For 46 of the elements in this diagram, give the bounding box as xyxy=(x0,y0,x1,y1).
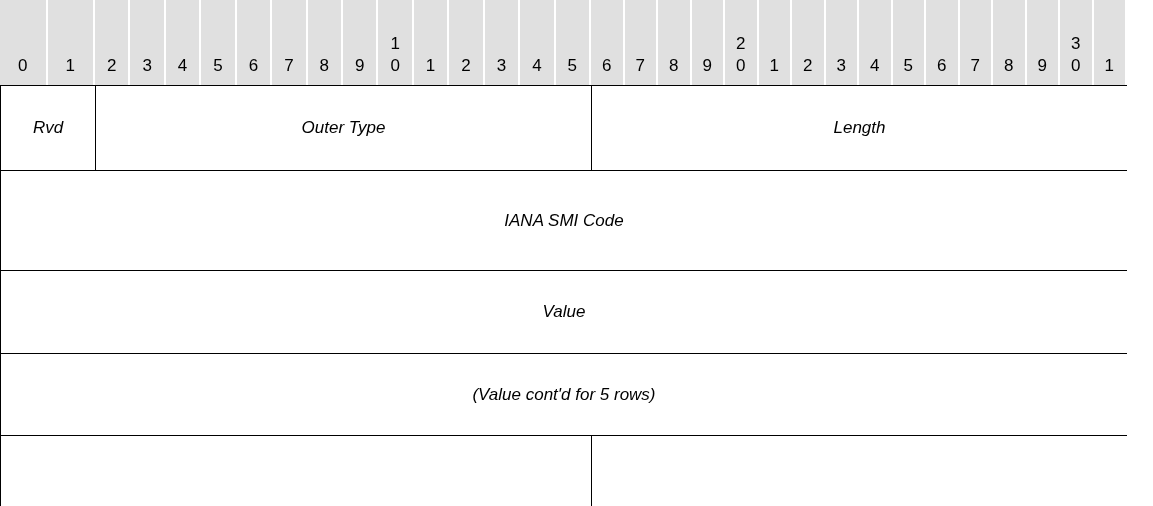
bit-number: 1 xyxy=(65,55,75,77)
bit-number: 0 xyxy=(18,55,28,77)
field-cell xyxy=(0,270,1127,353)
bit-number: 4 xyxy=(532,55,542,77)
bit-number: 6 xyxy=(602,55,612,77)
bit-number: 9 xyxy=(355,55,365,77)
bit-number: 5 xyxy=(567,55,577,77)
bit-number: 7 xyxy=(970,55,980,77)
bit-number: 30 xyxy=(1071,33,1081,77)
field-cell xyxy=(0,353,1127,435)
bit-number: 8 xyxy=(669,55,679,77)
bit-number: 5 xyxy=(213,55,223,77)
empty-field-cell xyxy=(591,435,1127,506)
bit-number: 2 xyxy=(803,55,813,77)
bit-number: 3 xyxy=(836,55,846,77)
field-cell xyxy=(0,170,1127,270)
bit-number: 9 xyxy=(702,55,712,77)
field-name: Value xyxy=(542,302,586,322)
bit-number: 2 xyxy=(461,55,471,77)
bit-number: 3 xyxy=(496,55,507,77)
bit-number: 6 xyxy=(937,55,947,77)
bit-number: 8 xyxy=(319,55,329,77)
field-name: Length xyxy=(833,118,886,138)
bit-number: 20 xyxy=(736,33,746,77)
bit-number: 7 xyxy=(284,55,294,77)
bit-number: 3 xyxy=(142,55,152,77)
bit-number: 1 xyxy=(769,55,779,77)
bit-number: 1 xyxy=(1104,55,1114,77)
field-cell xyxy=(0,85,95,170)
bit-number: 4 xyxy=(177,55,188,77)
empty-field-cell xyxy=(0,435,591,506)
bit-number: 8 xyxy=(1004,55,1014,77)
field-name: (Value cont'd for 5 rows) xyxy=(472,384,656,405)
bit-number: 4 xyxy=(870,55,880,77)
field-name: Outer Type xyxy=(301,118,386,138)
bit-number: 7 xyxy=(635,55,645,77)
field-cell xyxy=(591,85,1127,170)
field-name: Rvd xyxy=(32,118,64,138)
field-name: IANA SMI Code xyxy=(504,210,624,231)
bit-number: 1 xyxy=(425,55,436,77)
bit-number: 2 xyxy=(107,55,117,77)
bit-number: 5 xyxy=(903,55,913,77)
bit-number: 9 xyxy=(1037,55,1047,77)
bit-number: 6 xyxy=(248,55,259,77)
field-cell xyxy=(95,85,591,170)
bit-number: 10 xyxy=(390,33,400,77)
